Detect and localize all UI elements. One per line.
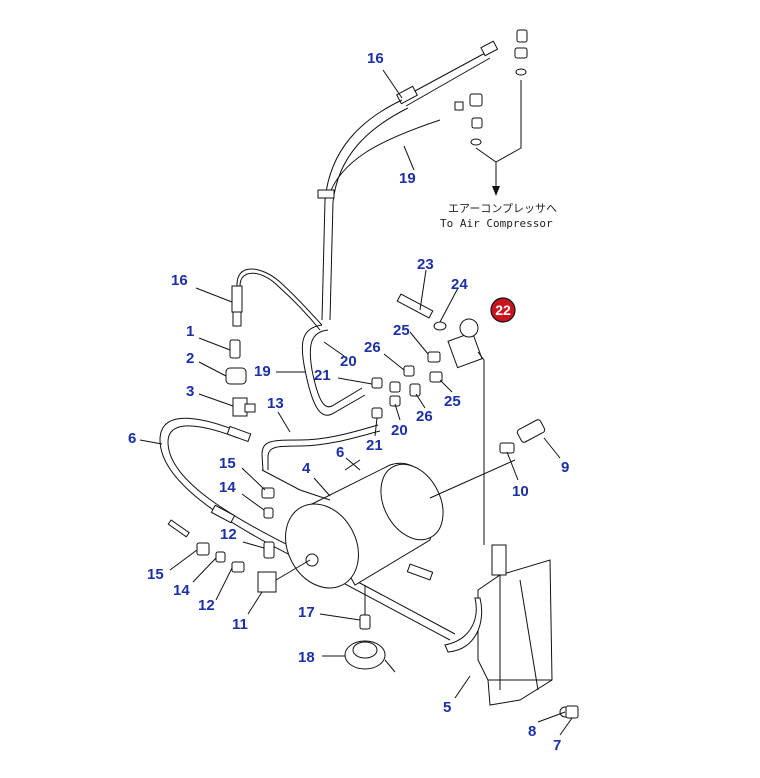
fittings-right xyxy=(499,419,546,454)
highlight-badge-22[interactable]: 22 xyxy=(490,297,516,323)
badge-22-label: 22 xyxy=(495,302,511,318)
manifold-group xyxy=(371,293,485,419)
label-16-left: 16 xyxy=(171,272,188,289)
label-15-lower: 15 xyxy=(147,566,164,583)
label-4: 4 xyxy=(302,460,311,477)
hose-6-right xyxy=(261,469,331,501)
label-6-right: 6 xyxy=(336,444,344,461)
label-20-upper: 20 xyxy=(340,353,357,370)
label-10: 10 xyxy=(512,483,529,500)
label-26-lower: 26 xyxy=(416,408,433,425)
label-11: 11 xyxy=(232,616,248,633)
label-5: 5 xyxy=(443,699,451,716)
label-21-upper: 21 xyxy=(314,367,331,384)
hose-6-left xyxy=(159,417,456,641)
label-2: 2 xyxy=(186,350,194,367)
label-26-upper: 26 xyxy=(364,339,381,356)
label-25-lower: 25 xyxy=(444,393,461,410)
part-labels: 16 19 16 1 2 3 19 13 6 6 4 15 14 12 15 1… xyxy=(128,50,569,754)
label-13: 13 xyxy=(267,395,284,412)
fittings-left xyxy=(225,339,256,417)
label-23: 23 xyxy=(417,256,434,273)
air-tank xyxy=(285,459,516,589)
upper-air-line xyxy=(317,29,528,321)
left-air-line xyxy=(231,268,381,471)
fittings-bottom-left xyxy=(167,487,311,593)
label-3: 3 xyxy=(186,383,194,400)
label-16-upper: 16 xyxy=(367,50,384,67)
label-6-left: 6 xyxy=(128,430,136,447)
label-24: 24 xyxy=(451,276,468,293)
label-12-upper: 12 xyxy=(220,526,237,543)
tank-bracket xyxy=(444,360,579,719)
label-12-lower: 12 xyxy=(198,597,215,614)
label-14-upper: 14 xyxy=(219,479,236,496)
leader-lines xyxy=(139,69,573,736)
label-14-lower: 14 xyxy=(173,582,190,599)
caption-japanese: エアーコンプレッサへ xyxy=(448,202,557,215)
label-9: 9 xyxy=(561,459,569,476)
label-25-upper: 25 xyxy=(393,322,410,339)
label-20-lower: 20 xyxy=(391,422,408,439)
label-1: 1 xyxy=(186,323,194,340)
label-19-left: 19 xyxy=(254,363,271,380)
label-8: 8 xyxy=(528,723,536,740)
label-19-upper: 19 xyxy=(399,170,416,187)
caption-english: To Air Compressor xyxy=(440,217,553,230)
label-21-lower: 21 xyxy=(366,437,383,454)
label-18: 18 xyxy=(298,649,315,666)
label-17: 17 xyxy=(298,604,315,621)
drain-and-valve xyxy=(344,585,396,673)
label-15-upper: 15 xyxy=(219,455,236,472)
label-7: 7 xyxy=(553,737,561,754)
